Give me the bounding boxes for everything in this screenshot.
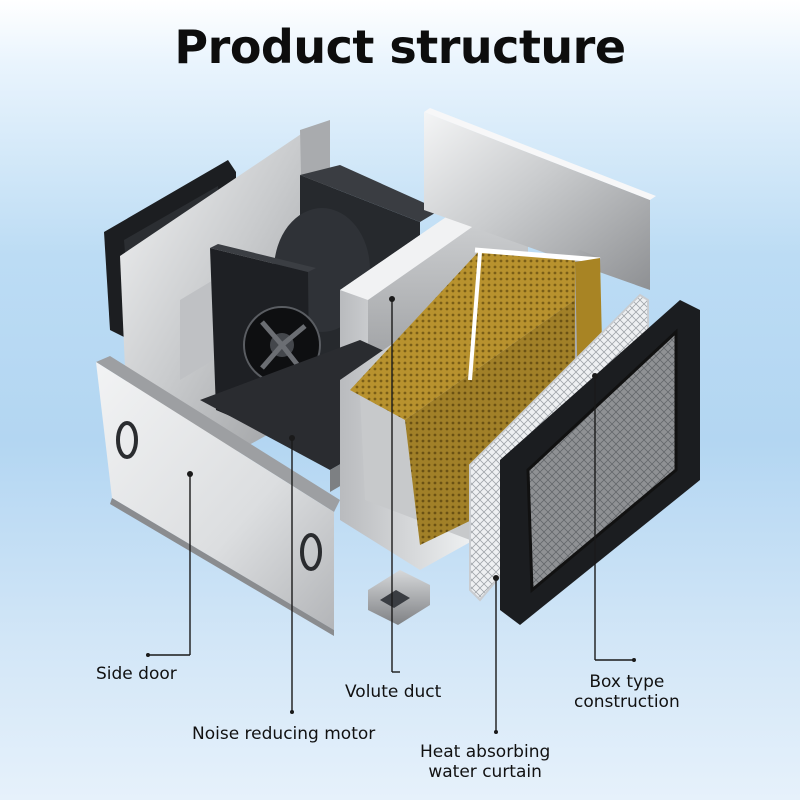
bottom-bracket (368, 570, 430, 625)
label-side-door: Side door (96, 664, 177, 684)
label-line: construction (574, 692, 680, 712)
leader-motor (289, 435, 295, 714)
leader-box-construction (592, 373, 636, 662)
front-flange-frame (500, 300, 700, 625)
label-line: Box type (589, 672, 665, 692)
label-noise-reducing-motor: Noise reducing motor (192, 724, 376, 744)
callout-leaders (146, 296, 636, 734)
label-volute-duct: Volute duct (345, 682, 442, 702)
rear-steel-panel (424, 108, 656, 290)
label-box-type-construction: Box type construction (574, 672, 680, 712)
diagram-title: Product structure (174, 20, 626, 74)
side-door-panel (96, 356, 340, 636)
leader-volute-duct (389, 296, 400, 673)
leader-side-door (146, 471, 193, 657)
label-heat-absorbing-water-curtain: Heat absorbing water curtain (420, 742, 550, 782)
leader-water-curtain (493, 575, 499, 734)
label-line: Heat absorbing (420, 742, 551, 762)
label-line: water curtain (428, 762, 542, 782)
door-handle-icons (116, 421, 322, 571)
